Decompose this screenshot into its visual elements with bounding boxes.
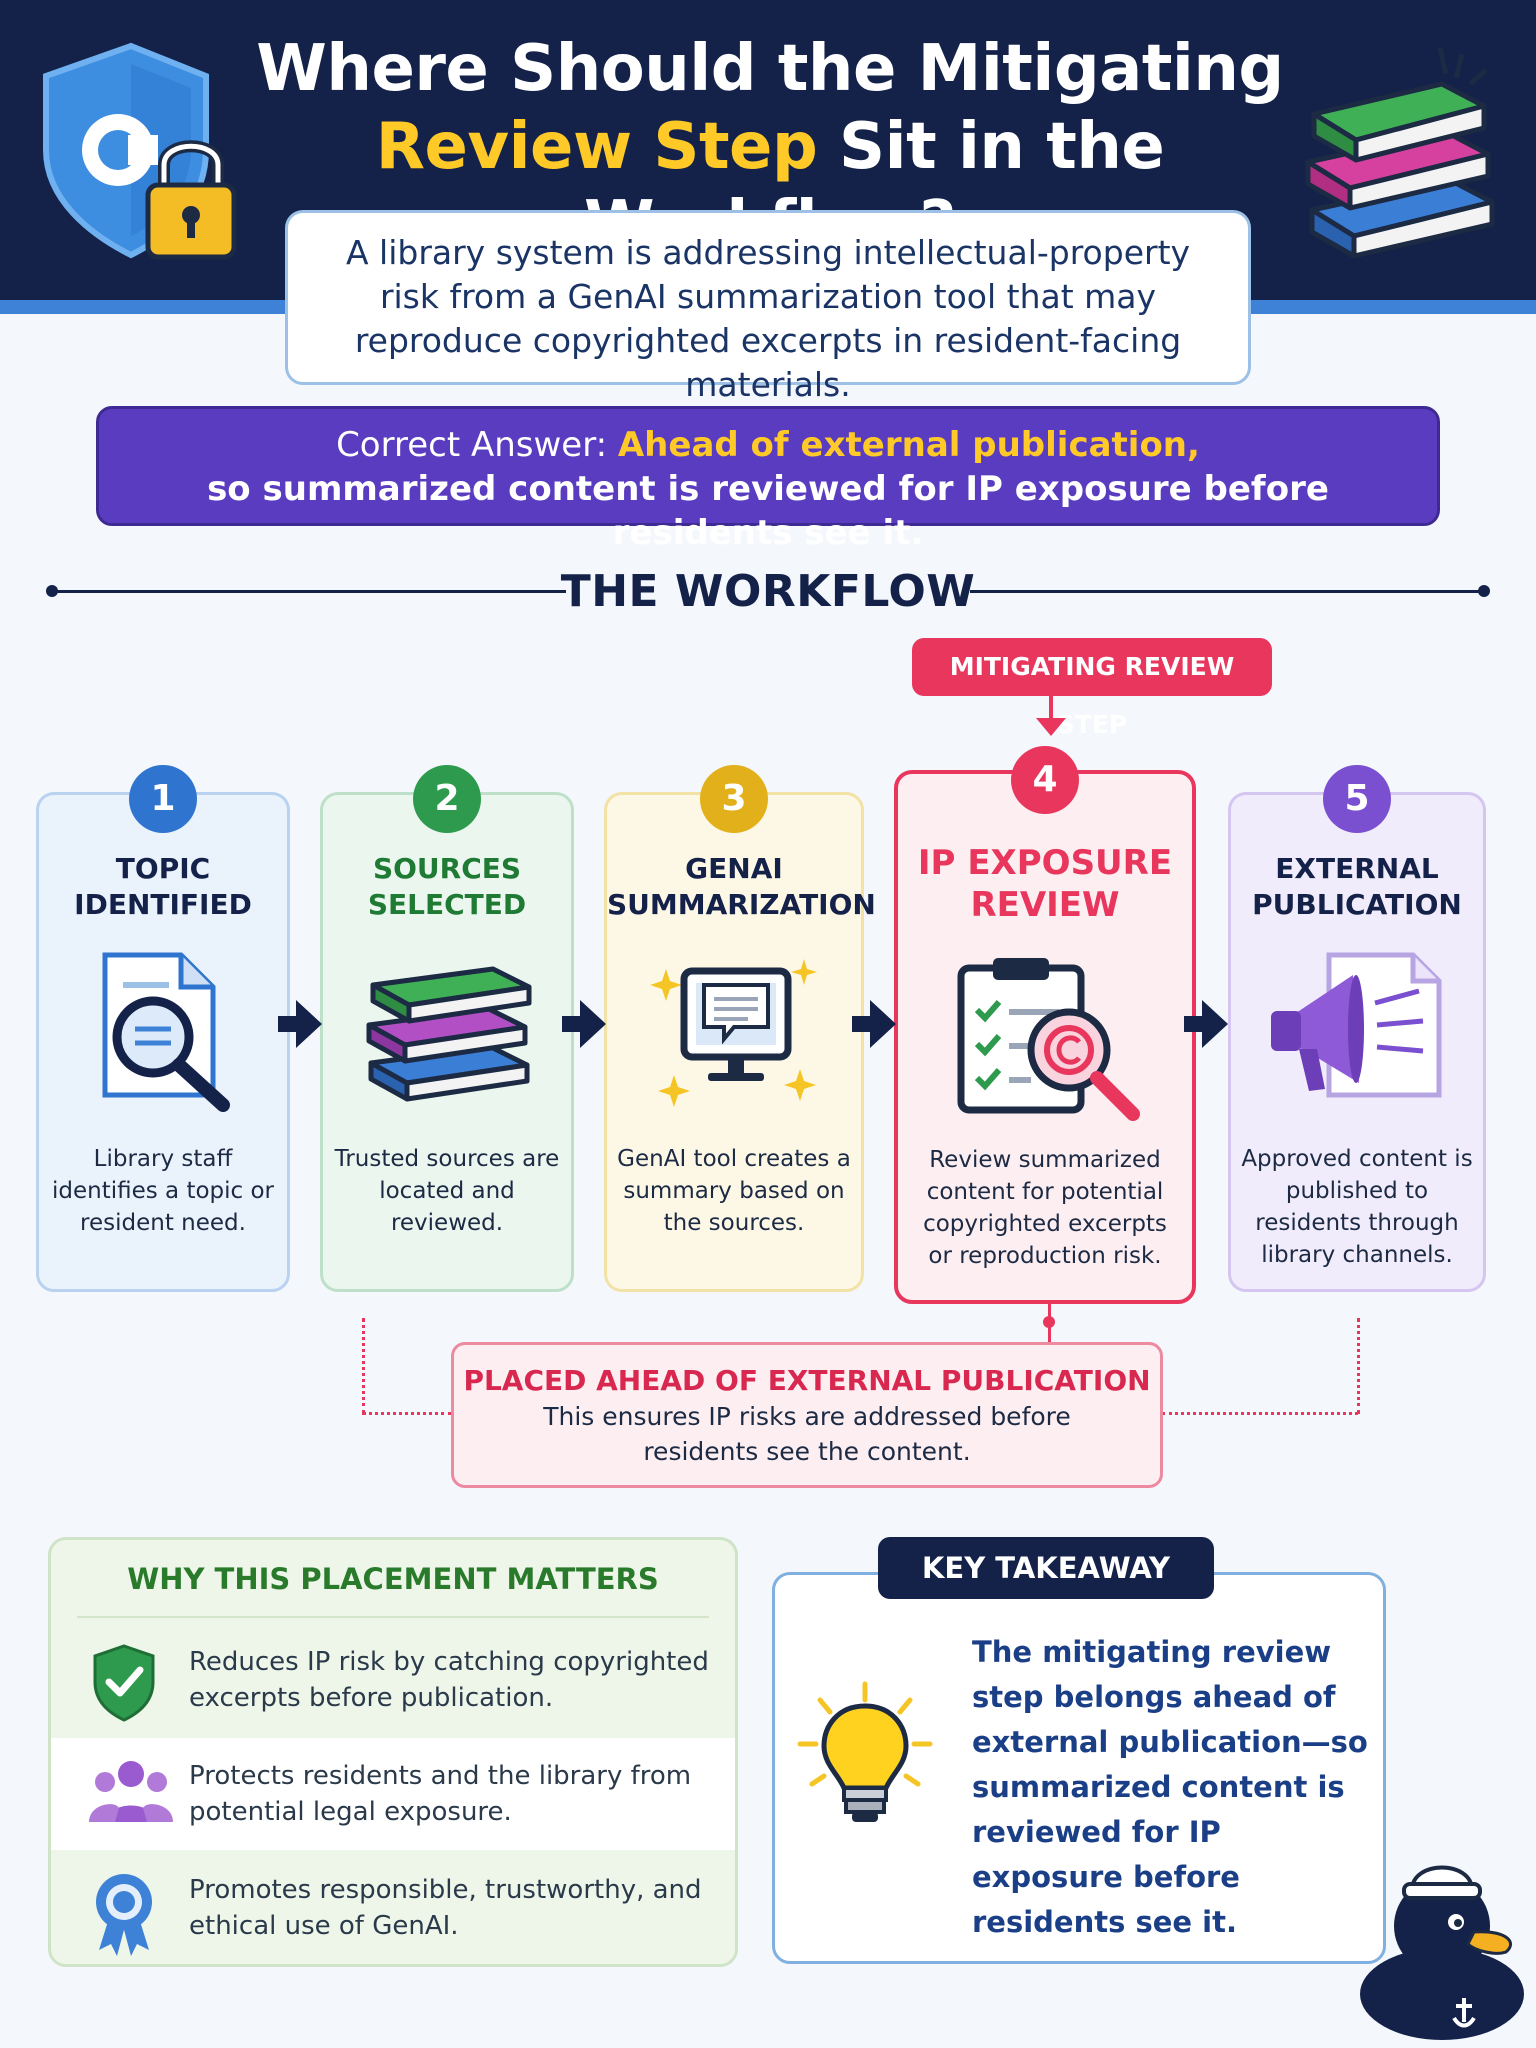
step-description: GenAI tool creates a summary based on th… (617, 1146, 851, 1236)
dotted-connector-right-vertical (1357, 1318, 1360, 1414)
workflow-step-2: 2 SOURCES SELECTED Trusted sources are l… (320, 765, 574, 1292)
mitigating-tag-arrow (1036, 718, 1066, 736)
books-stack-icon (1300, 40, 1500, 264)
why-item-text: Reduces IP risk by catching copyrighted … (189, 1647, 709, 1713)
mitigating-tag-stem (1049, 696, 1053, 722)
key-takeaway-tag: KEY TAKEAWAY (878, 1537, 1214, 1599)
placement-callout-text: This ensures IP risks are addressed befo… (543, 1402, 1071, 1466)
workflow-title: THE WORKFLOW (560, 566, 976, 617)
books-icon (361, 955, 533, 1109)
flow-arrow-1-2-shaft (278, 1016, 298, 1032)
why-item-text: Promotes responsible, trustworthy, and e… (189, 1875, 702, 1941)
step-number-badge: 4 (1011, 746, 1079, 814)
shield-copyright-lock-icon (36, 40, 246, 274)
people-icon (89, 1756, 173, 1830)
key-takeaway-text: The mitigating review step belongs ahead… (972, 1635, 1368, 1939)
step-description: Trusted sources are located and reviewed… (334, 1146, 560, 1236)
answer-highlight: Ahead of external publication, (617, 425, 1200, 465)
flow-arrow-2-3-shaft (562, 1016, 582, 1032)
flow-arrow-4-5-shaft (1184, 1016, 1204, 1032)
dotted-connector-left-horizontal (362, 1412, 452, 1415)
why-item-1: Reduces IP risk by catching copyrighted … (51, 1624, 735, 1736)
why-placement-panel: WHY THIS PLACEMENT MATTERS Reduces IP ri… (48, 1537, 738, 1967)
placement-callout: PLACED AHEAD OF EXTERNAL PUBLICATION Thi… (451, 1342, 1163, 1488)
workflow-step-5: 5 EXTERNAL PUBLICATION Approved content … (1228, 765, 1486, 1292)
placement-callout-title: PLACED AHEAD OF EXTERNAL PUBLICATION (463, 1364, 1151, 1397)
step-number-badge: 2 (413, 765, 481, 833)
step-title-line-1: SOURCES (372, 852, 522, 885)
flow-arrow-4-5 (1202, 1000, 1228, 1048)
answer-label: Correct Answer: (336, 425, 618, 465)
lightbulb-icon (790, 1680, 940, 1844)
why-item-text: Protects residents and the library from … (189, 1761, 692, 1827)
why-panel-title: WHY THIS PLACEMENT MATTERS (127, 1562, 659, 1596)
step-title: IP EXPOSURE REVIEW (898, 842, 1192, 926)
step-number-badge: 1 (129, 765, 197, 833)
step-title: GENAI SUMMARIZATION (607, 851, 876, 923)
flow-arrow-1-2 (296, 1000, 322, 1048)
step-title-line-2: REVIEW (970, 885, 1120, 925)
workflow-divider-left (52, 590, 566, 593)
step-title-line-2: SUMMARIZATION (607, 888, 876, 921)
step-title-line-1: IP EXPOSURE (917, 843, 1173, 883)
review-connector-dot (1043, 1316, 1055, 1328)
step-title-line-1: GENAI (685, 852, 783, 885)
step-description: Library staff identifies a topic or resi… (51, 1146, 275, 1236)
title-line-1: Where Should the Mitigating (256, 32, 1284, 106)
step-title: SOURCES SELECTED (323, 851, 571, 923)
title-highlight: Review Step (375, 110, 818, 184)
search-document-icon (83, 945, 243, 1119)
step-title-line-1: EXTERNAL (1275, 852, 1439, 885)
step-description: Approved content is published to residen… (1241, 1146, 1473, 1268)
step-number-badge: 5 (1323, 765, 1391, 833)
correct-answer-box: Correct Answer: Ahead of external public… (96, 406, 1440, 553)
flow-arrow-3-4 (870, 1000, 896, 1048)
workflow-step-3: 3 GENAI SUMMARIZATION GenAI tool creates… (604, 765, 876, 1292)
dotted-connector-right-horizontal (1162, 1412, 1358, 1415)
why-item-2: Protects residents and the library from … (51, 1738, 735, 1850)
flow-arrow-2-3 (580, 1000, 606, 1048)
workflow-divider-right (970, 590, 1484, 593)
step-title: EXTERNAL PUBLICATION (1231, 851, 1483, 923)
step-description: Review summarized content for potential … (923, 1147, 1167, 1269)
dotted-connector-left-vertical (362, 1318, 365, 1414)
sailor-duck-mascot-icon (1356, 1846, 1528, 2046)
mitigating-review-tag: MITIGATING REVIEW STEP (912, 638, 1272, 739)
step-title-line-2: SELECTED (367, 888, 527, 921)
answer-line-1: Correct Answer: Ahead of external public… (119, 423, 1417, 467)
clipboard-copyright-icon (949, 954, 1145, 1128)
workflow-step-1: 1 TOPIC IDENTIFIED Library staff identif… (36, 765, 290, 1292)
answer-rest: so summarized content is reviewed for IP… (207, 469, 1329, 553)
ribbon-badge-icon (89, 1870, 159, 1960)
step-title-line-1: TOPIC (115, 852, 211, 885)
why-item-3: Promotes responsible, trustworthy, and e… (51, 1852, 735, 1964)
step-number-badge: 3 (700, 765, 768, 833)
monitor-summary-icon (644, 945, 824, 1119)
why-divider (77, 1616, 709, 1618)
megaphone-icon (1263, 945, 1453, 1119)
workflow-divider-dot-right (1478, 585, 1490, 597)
step-title-line-2: IDENTIFIED (74, 888, 252, 921)
intro-box: A library system is addressing intellect… (285, 210, 1251, 404)
flow-arrow-3-4-shaft (852, 1016, 872, 1032)
step-title-line-2: PUBLICATION (1252, 888, 1462, 921)
shield-check-icon (89, 1642, 159, 1726)
step-title: TOPIC IDENTIFIED (39, 851, 287, 923)
workflow-step-4: 4 IP EXPOSURE REVIEW Review summarized c… (894, 746, 1196, 1304)
